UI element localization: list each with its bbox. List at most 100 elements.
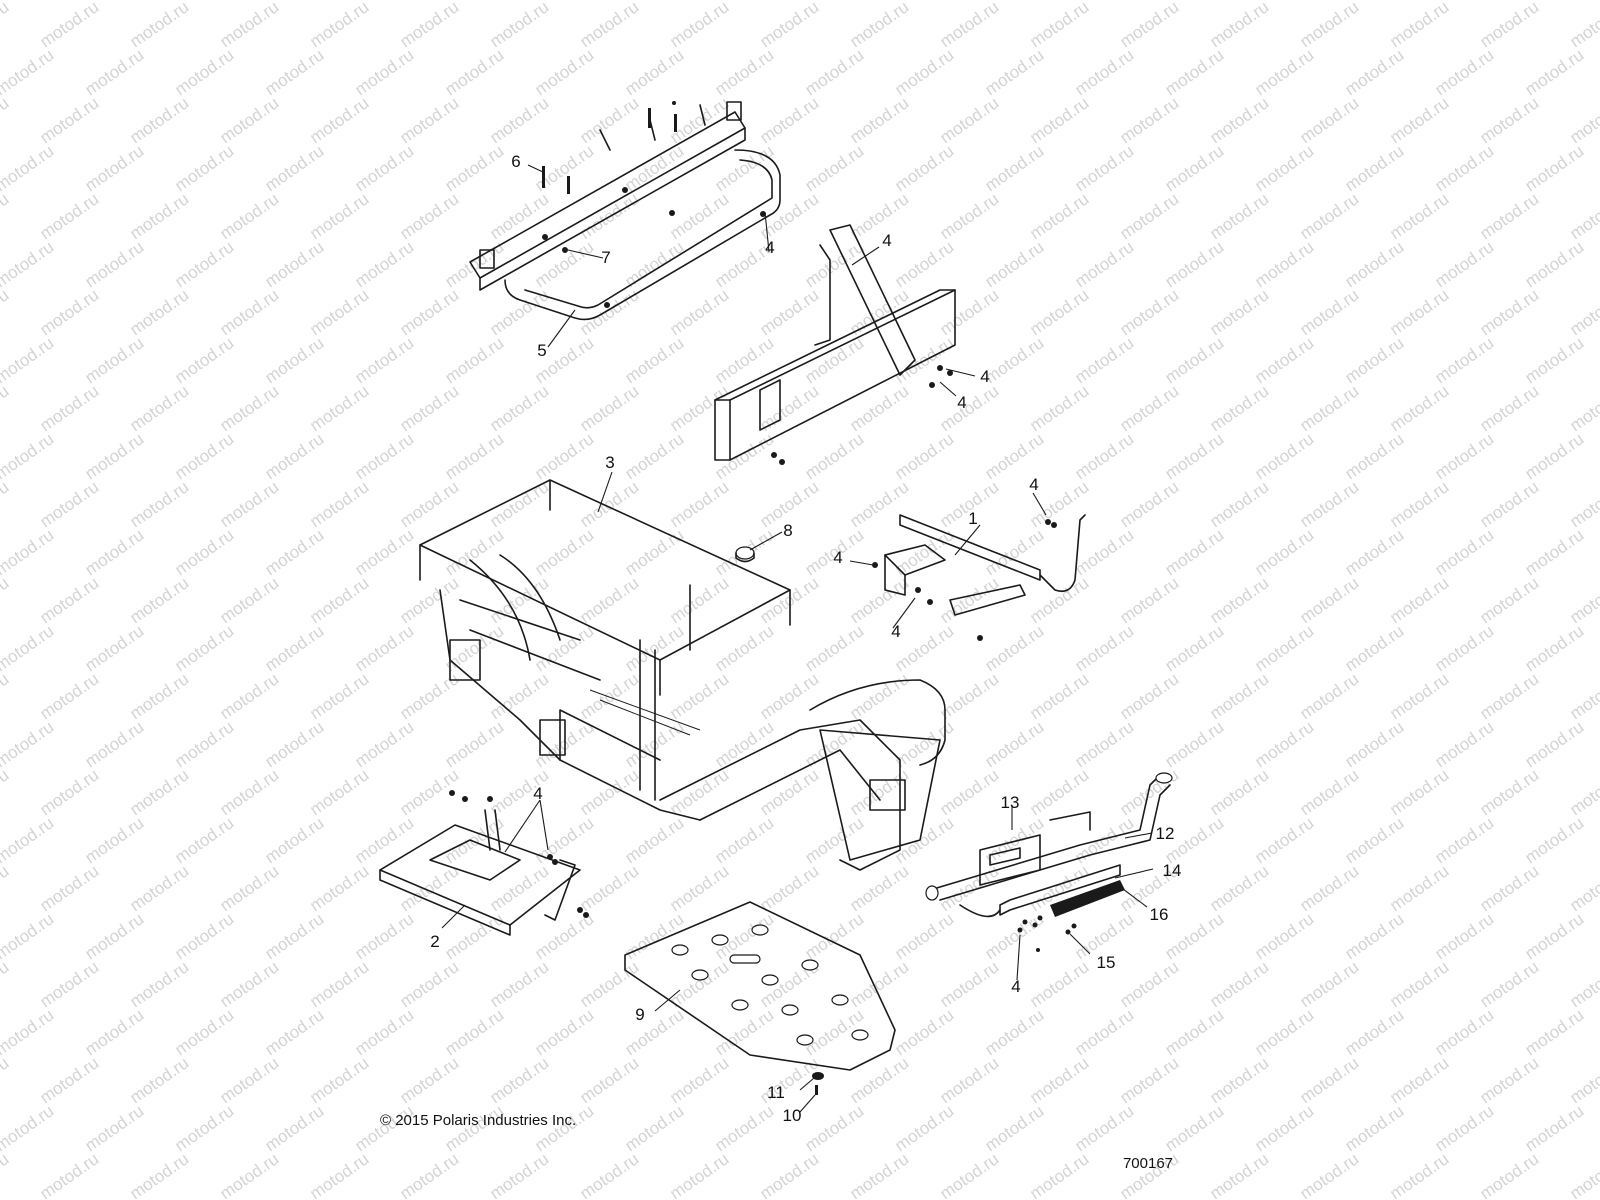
watermark-text: motod.ru	[441, 237, 507, 291]
watermark-text: motod.ru	[216, 573, 282, 627]
watermark-text: motod.ru	[126, 1053, 192, 1107]
watermark-text: motod.ru	[1431, 621, 1497, 675]
watermark-text: motod.ru	[0, 573, 12, 627]
watermark-text: motod.ru	[0, 765, 12, 819]
watermark-text: motod.ru	[1386, 765, 1452, 819]
watermark-text: motod.ru	[1431, 141, 1497, 195]
watermark-text: motod.ru	[306, 861, 372, 915]
watermark-text: motod.ru	[1251, 813, 1317, 867]
watermark-text: motod.ru	[36, 669, 102, 723]
watermark-text: motod.ru	[486, 189, 552, 243]
watermark-text: motod.ru	[261, 237, 327, 291]
watermark-text: motod.ru	[1476, 1149, 1542, 1200]
watermark-text: motod.ru	[36, 189, 102, 243]
watermark-text: motod.ru	[306, 957, 372, 1011]
watermark-text: motod.ru	[531, 1005, 597, 1059]
watermark-text: motod.ru	[576, 1149, 642, 1200]
watermark-text: motod.ru	[531, 621, 597, 675]
watermark-text: motod.ru	[1296, 669, 1362, 723]
watermark-text: motod.ru	[711, 333, 777, 387]
watermark-text: motod.ru	[0, 189, 12, 243]
watermark-text: motod.ru	[36, 477, 102, 531]
watermark-text: motod.ru	[1341, 909, 1407, 963]
watermark-text: motod.ru	[171, 1005, 237, 1059]
watermark-text: motod.ru	[621, 333, 687, 387]
watermark-text: motod.ru	[711, 813, 777, 867]
watermark-text: motod.ru	[1026, 1053, 1092, 1107]
callout-7: 6	[511, 152, 520, 171]
watermark-text: motod.ru	[1341, 717, 1407, 771]
watermark-text: motod.ru	[1386, 957, 1452, 1011]
callout-2: 2	[430, 932, 439, 951]
watermark-text: motod.ru	[1116, 477, 1182, 531]
watermark-text: motod.ru	[351, 1005, 417, 1059]
watermark-text: motod.ru	[1251, 717, 1317, 771]
watermark-text: motod.ru	[936, 861, 1002, 915]
watermark-text: motod.ru	[1521, 141, 1587, 195]
watermark-text: motod.ru	[1566, 765, 1600, 819]
watermark-text: motod.ru	[576, 0, 642, 51]
watermark-text: motod.ru	[81, 141, 147, 195]
watermark-text: motod.ru	[126, 285, 192, 339]
watermark-text: motod.ru	[351, 813, 417, 867]
watermark-text: motod.ru	[936, 573, 1002, 627]
watermark-text: motod.ru	[1296, 957, 1362, 1011]
watermark-text: motod.ru	[396, 957, 462, 1011]
part-11-12-fastener	[812, 1072, 824, 1095]
watermark-text: motod.ru	[216, 189, 282, 243]
watermark-text: motod.ru	[891, 909, 957, 963]
watermark-text: motod.ru	[1341, 621, 1407, 675]
watermark-text: motod.ru	[261, 333, 327, 387]
watermark-text: motod.ru	[1206, 0, 1272, 51]
watermark-text: motod.ru	[846, 1053, 912, 1107]
watermark-text: motod.ru	[1386, 285, 1452, 339]
watermark-text: motod.ru	[306, 189, 372, 243]
watermark-text: motod.ru	[756, 861, 822, 915]
watermark-text: motod.ru	[486, 1149, 552, 1200]
watermark-text: motod.ru	[126, 1149, 192, 1200]
watermark-text: motod.ru	[1341, 45, 1407, 99]
watermark-text: motod.ru	[1026, 669, 1092, 723]
watermark-text: motod.ru	[1206, 765, 1272, 819]
watermark-text: motod.ru	[1431, 909, 1497, 963]
watermark-text: motod.ru	[0, 381, 12, 435]
watermark-text: motod.ru	[306, 477, 372, 531]
watermark-text: motod.ru	[666, 573, 732, 627]
watermark-text: motod.ru	[171, 333, 237, 387]
watermark-text: motod.ru	[846, 861, 912, 915]
watermark-text: motod.ru	[576, 1053, 642, 1107]
part-9-plug	[735, 546, 755, 563]
watermark-text: motod.ru	[1566, 957, 1600, 1011]
watermark-text: motod.ru	[0, 333, 57, 387]
watermark-text: motod.ru	[711, 141, 777, 195]
watermark-text: motod.ru	[396, 0, 462, 51]
watermark-text: motod.ru	[1566, 189, 1600, 243]
watermark-text: motod.ru	[1566, 381, 1600, 435]
watermark-text: motod.ru	[81, 45, 147, 99]
watermark-text: motod.ru	[126, 765, 192, 819]
watermark-text: motod.ru	[1566, 669, 1600, 723]
watermark-text: motod.ru	[1026, 381, 1092, 435]
watermark-text: motod.ru	[486, 93, 552, 147]
watermark-text: motod.ru	[0, 861, 12, 915]
watermark-text: motod.ru	[306, 1053, 372, 1107]
watermark-text: motod.ru	[171, 621, 237, 675]
watermark-text: motod.ru	[1026, 0, 1092, 51]
watermark-text: motod.ru	[1386, 1149, 1452, 1200]
watermark-text: motod.ru	[396, 189, 462, 243]
watermark-text: motod.ru	[126, 573, 192, 627]
watermark-text: motod.ru	[486, 957, 552, 1011]
watermark-text: motod.ru	[1476, 93, 1542, 147]
callout-4-rack: 4	[765, 238, 774, 257]
watermark-text: motod.ru	[1341, 429, 1407, 483]
watermark-text: motod.ru	[1296, 0, 1362, 51]
watermark-text: motod.ru	[396, 861, 462, 915]
watermark-text: motod.ru	[981, 621, 1047, 675]
watermark-text: motod.ru	[351, 141, 417, 195]
callout-4-bracket-upper: 4	[980, 367, 989, 386]
watermark-text: motod.ru	[396, 381, 462, 435]
watermark-text: motod.ru	[621, 141, 687, 195]
watermark-text: motod.ru	[801, 429, 867, 483]
watermark-text: motod.ru	[1116, 285, 1182, 339]
watermark-text: motod.ru	[1026, 93, 1092, 147]
